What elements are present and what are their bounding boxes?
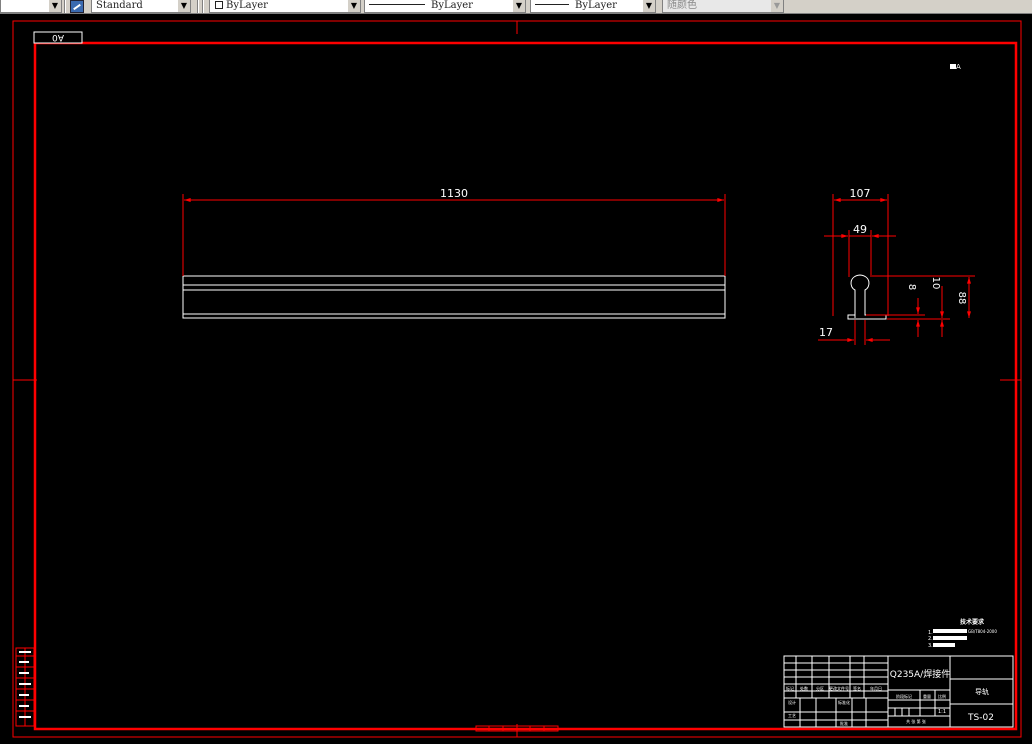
text-style-select[interactable]: Standard ▼ (91, 0, 191, 13)
color-swatch-icon (215, 1, 223, 9)
tech-req-line3-text (933, 643, 955, 647)
height-small-dimension-text: 8 (906, 284, 917, 290)
corner-mark-glyph (950, 64, 956, 69)
bottom-scale-bar (475, 725, 559, 732)
tech-req-line1-code: GB/T804-2000 (968, 629, 997, 634)
text-style-icon[interactable] (70, 0, 84, 13)
row-label-change-doc: 更改文件号 (829, 685, 849, 691)
tech-req-line1-text (933, 629, 967, 633)
outer-frame (12, 20, 1022, 738)
part-name: 导轨 (975, 687, 989, 696)
drawing-number: TS-02 (967, 713, 994, 723)
front-view[interactable]: 1130 (182, 187, 726, 319)
bottom-dimension-text: 17 (819, 326, 833, 339)
sheet-frame (12, 20, 1022, 738)
width-dimension-text: 107 (850, 187, 871, 200)
tech-req-line2-text (933, 636, 967, 640)
rail-profile[interactable] (847, 274, 887, 320)
height-mid-dimension-text: 10 (930, 277, 941, 290)
row-label-signature: 签名 (853, 685, 861, 691)
linetype-select[interactable]: ByLayer ▼ (364, 0, 526, 13)
color-select[interactable]: ByLayer ▼ (209, 0, 361, 13)
designer-label: 设计 (788, 699, 796, 705)
height-total-dimension-text: 88 (956, 292, 967, 305)
toolbar-separator (202, 0, 204, 13)
row-label-mark: 标记 (786, 685, 794, 691)
toolbar-separator (197, 0, 199, 13)
properties-toolbar: ▼ Standard ▼ ByLayer ▼ ByLayer ▼ ByLayer… (0, 0, 1032, 14)
lineweight-value: ByLayer (575, 0, 617, 11)
drawing-canvas[interactable]: A0 A (0, 14, 1032, 744)
chevron-down-icon[interactable]: ▼ (178, 0, 190, 12)
chevron-down-icon[interactable]: ▼ (643, 0, 655, 12)
chevron-down-icon[interactable]: ▼ (49, 0, 61, 12)
row-label-count: 处数 (800, 685, 808, 691)
linetype-value: ByLayer (431, 0, 473, 11)
row-label-date: 年月日 (870, 685, 882, 691)
standard-label: 标准化 (838, 699, 850, 705)
sheet-size-label: A0 (52, 32, 64, 42)
plot-style-value: 随颜色 (667, 0, 697, 11)
text-style-value: Standard (96, 0, 143, 11)
stage-label: 阶段标记 (896, 693, 912, 699)
lineweight-select[interactable]: ByLayer ▼ (530, 0, 656, 13)
inner-frame (33, 41, 1018, 731)
title-block[interactable]: 标记 处数 分区 更改文件号 签名 年月日 设计 标准化 工艺 批准 Q235A… (783, 655, 1014, 728)
material-text: Q235A/焊接件 (890, 668, 950, 680)
sheet-info: 共 张 第 张 (906, 718, 926, 724)
chevron-down-icon[interactable]: ▼ (513, 0, 525, 12)
chevron-down-icon[interactable]: ▼ (771, 0, 783, 12)
weight-label: 重量 (923, 693, 931, 699)
color-value: ByLayer (226, 0, 268, 11)
corner-mark: A (956, 63, 961, 71)
length-dimension-text: 1130 (440, 187, 468, 200)
lineweight-sample (535, 4, 569, 5)
scale-value: 1:1 (938, 709, 946, 715)
row-label-zone: 分区 (816, 685, 824, 691)
scale-label: 比例 (938, 693, 946, 699)
drawing-svg[interactable]: A0 A (0, 14, 1032, 744)
plot-style-select[interactable]: 随颜色 ▼ (662, 0, 784, 13)
section-view[interactable]: 107 49 17 8 10 88 (818, 187, 975, 345)
rail-outline[interactable] (182, 275, 726, 319)
tech-req-title: 技术要求 (960, 618, 985, 626)
toolbar-separator (64, 0, 66, 13)
tech-req-line3-num: 3. (928, 643, 933, 649)
inner-width-dimension-text: 49 (853, 223, 867, 236)
previous-combo[interactable]: ▼ (0, 0, 62, 13)
chevron-down-icon[interactable]: ▼ (348, 0, 360, 12)
tech-requirements: 技术要求 1. GB/T804-2000 2. 3. (928, 618, 997, 649)
revision-strip (15, 647, 35, 727)
tech-req-line2-num: 2. (928, 636, 933, 642)
linetype-sample (369, 4, 425, 5)
approve-label: 批准 (840, 720, 848, 726)
process-label: 工艺 (788, 713, 796, 718)
sheet-size-box (33, 31, 83, 44)
tech-req-line1-num: 1. (928, 630, 933, 636)
